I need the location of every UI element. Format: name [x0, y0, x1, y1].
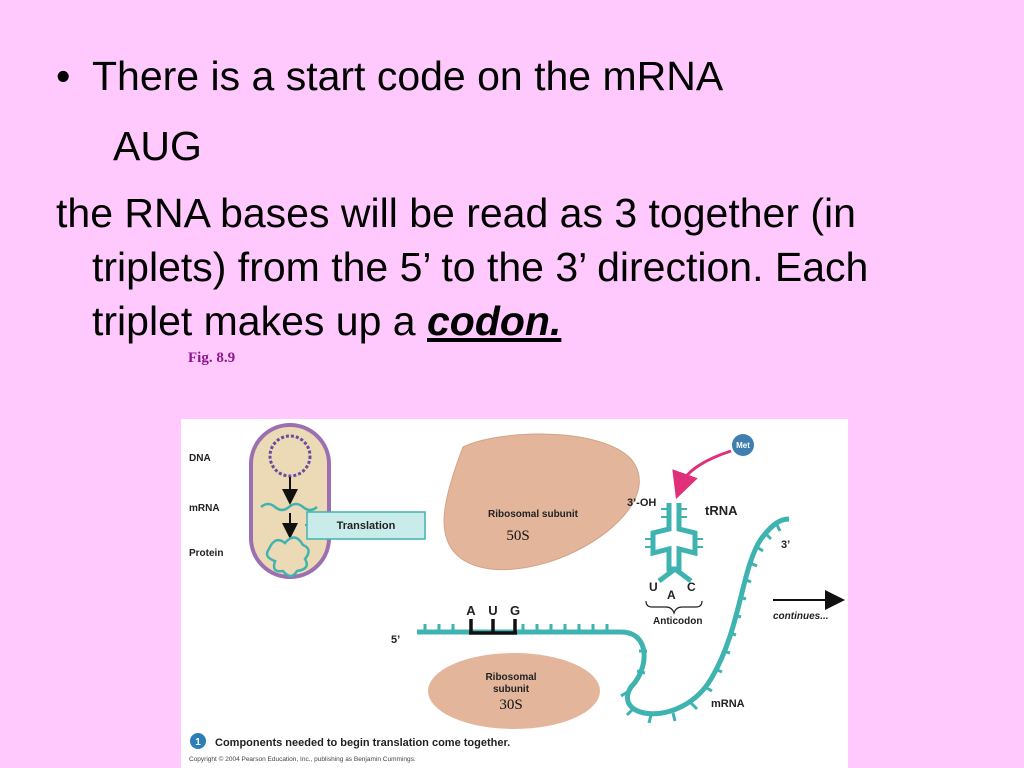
small-ribosomal-subunit	[428, 653, 600, 729]
anticodon-base-u: U	[649, 580, 658, 594]
step-caption: Components needed to begin translation c…	[215, 737, 510, 749]
bullet-dot: •	[56, 53, 71, 99]
codon-term: codon.	[427, 298, 561, 344]
mrna-label: mRNA	[711, 698, 745, 710]
para-line-2: triplets) from the 5’ to the 3’ directio…	[92, 244, 869, 290]
translation-figure: DNA mRNA Protein Translation Ribosomal s…	[181, 419, 848, 768]
para-line-3-prefix: triplet makes up a	[92, 298, 427, 344]
protein-squiggle	[265, 536, 310, 578]
start-code: AUG	[113, 123, 202, 169]
cell-outline	[249, 423, 331, 579]
mrna-five-prime: 5’	[391, 634, 400, 646]
trna-body	[650, 503, 698, 572]
step-number: 1	[195, 737, 201, 748]
anticodon-base-c: C	[687, 580, 696, 594]
copyright-line: Copyright © 2004 Pearson Education, Inc.…	[189, 755, 416, 763]
cell-label-mrna: mRNA	[189, 503, 220, 514]
large-subunit-label: Ribosomal subunit	[488, 509, 579, 520]
cell-label-dna: DNA	[189, 453, 211, 464]
anticodon-label: Anticodon	[653, 616, 702, 627]
anticodon-base-a: A	[667, 588, 676, 602]
codon-period: .	[549, 298, 562, 344]
anticodon-brace	[645, 600, 703, 615]
mrna-strand	[417, 516, 790, 717]
translation-box	[306, 511, 426, 540]
large-subunit-size: 50S	[506, 528, 529, 544]
translation-diagram: DNA mRNA Protein Translation Ribosomal s…	[189, 423, 845, 763]
aug-codon-bars	[469, 619, 517, 635]
trna-molecule	[645, 503, 703, 583]
mrna-ticks	[423, 524, 782, 724]
met-attach-arrow	[672, 449, 732, 500]
large-ribosomal-subunit	[443, 433, 640, 571]
step-number-badge	[190, 733, 206, 749]
mrna-three-prime: 3’	[781, 539, 790, 551]
para-line-1: the RNA bases will be read as 3 together…	[56, 190, 856, 236]
mrna-squiggle	[260, 502, 318, 512]
small-subunit-label-2: subunit	[493, 684, 530, 695]
cell-label-protein: Protein	[189, 548, 223, 559]
trna-3-oh-label: 3’-OH	[627, 497, 656, 509]
met-label: Met	[736, 441, 750, 450]
translation-label: Translation	[337, 520, 396, 532]
met-amino-acid	[732, 434, 754, 456]
codon-word: codon	[427, 298, 550, 344]
bullet-text: There is a start code on the mRNA	[92, 53, 724, 99]
codon-base-a: A	[466, 603, 476, 618]
para-line-3: triplet makes up a codon.	[56, 294, 996, 348]
continues-label: continues...	[773, 611, 829, 622]
reading-paragraph: the RNA bases will be read as 3 together…	[56, 186, 996, 348]
bacterial-cell	[249, 423, 331, 579]
bullet-line: • There is a start code on the mRNA	[56, 52, 723, 100]
small-subunit-label-1: Ribosomal	[485, 672, 536, 683]
figure-caption: Fig. 8.9	[188, 350, 236, 366]
trna-label: tRNA	[705, 503, 738, 518]
codon-base-g: G	[510, 603, 520, 618]
codon-base-u: U	[488, 603, 497, 618]
dna-circle	[268, 434, 312, 478]
small-subunit-size: 30S	[499, 697, 522, 713]
